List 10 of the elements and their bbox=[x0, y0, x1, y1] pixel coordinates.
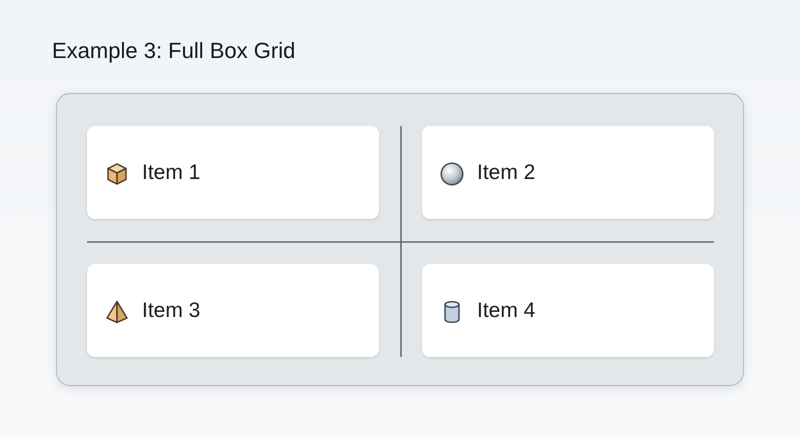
item-label: Item 1 bbox=[142, 160, 200, 185]
panel bbox=[56, 93, 744, 386]
item-label: Item 4 bbox=[477, 298, 536, 323]
item-card bbox=[422, 264, 714, 357]
item-label: Item 3 bbox=[142, 298, 200, 323]
item-card bbox=[87, 126, 379, 219]
item-card bbox=[422, 126, 714, 219]
title: Example 3: Full Box Grid bbox=[52, 38, 296, 64]
item-label: Item 2 bbox=[477, 160, 536, 185]
item-card bbox=[87, 264, 379, 357]
